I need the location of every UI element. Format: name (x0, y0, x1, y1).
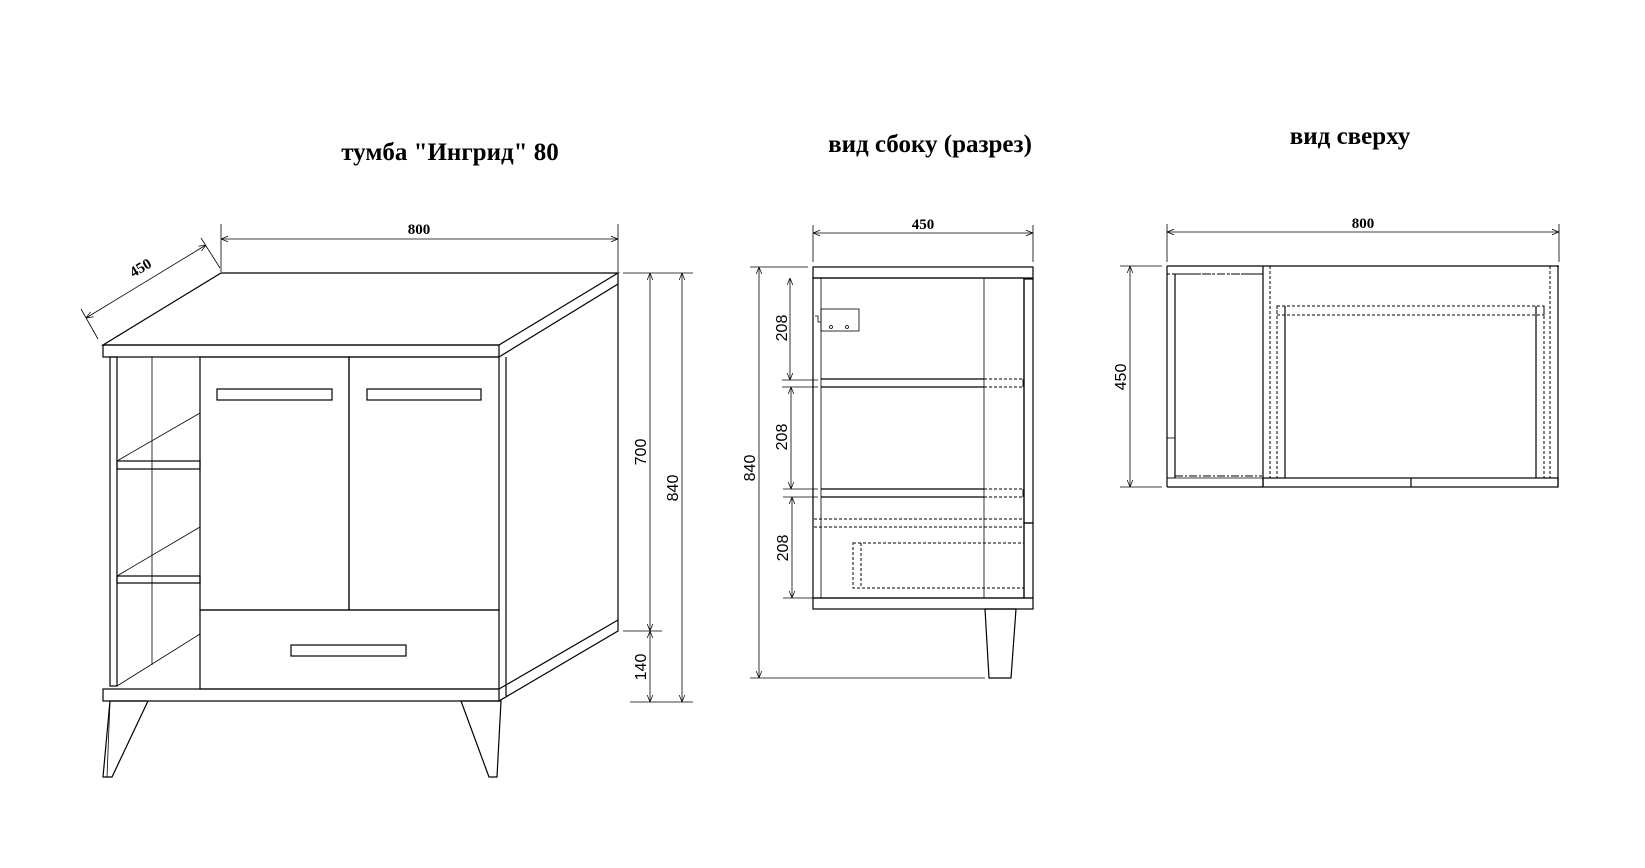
dimension-label: 450 (127, 256, 155, 281)
dimension-label: 800 (408, 222, 431, 238)
door-handle-right (366, 388, 482, 401)
door-right (348, 356, 500, 611)
dimension-width-800: 800 (220, 222, 619, 272)
drawer-box-hidden (814, 518, 1025, 589)
dimension-label: 208 (774, 315, 791, 342)
dimension-label-700: 700 (633, 439, 650, 466)
carcass (812, 277, 1025, 599)
dimension-label: 840 (742, 455, 759, 482)
side-view-title: вид сбоку (разрез) (828, 131, 1032, 158)
leg (984, 608, 1017, 679)
dimension-label: 450 (1113, 364, 1130, 391)
dimension-depth-450: 450 (812, 217, 1034, 262)
open-shelves (109, 356, 201, 687)
dimension-label: 800 (1352, 216, 1375, 232)
dimension-heights: 700 140 840 (623, 272, 693, 703)
front-view: тумба "Ингрид" 80 800 450 (80, 139, 693, 778)
bottom-panel (812, 597, 1034, 610)
shelf (116, 460, 201, 470)
dimension-sections-208: 208 208 208 (774, 278, 818, 599)
door (1023, 278, 1034, 524)
shelf (116, 575, 201, 584)
top-view-title: вид сверху (1290, 123, 1411, 150)
dimension-label-840: 840 (665, 475, 682, 502)
side-view: вид сбоку (разрез) 450 (742, 131, 1034, 679)
dimension-width-800: 800 (1166, 216, 1560, 262)
dimension-label: 208 (774, 424, 791, 451)
dimension-label: 450 (912, 217, 935, 233)
top-view: вид сверху 800 450 (1113, 123, 1560, 488)
drawer-handle (290, 644, 407, 657)
leg-right (460, 700, 502, 778)
mounting-bracket (815, 308, 860, 332)
leg-left (102, 700, 149, 778)
countertop (100, 272, 621, 358)
shelf (821, 488, 1024, 498)
shelf (821, 378, 1024, 388)
open-shelf-section (1166, 266, 1271, 487)
dimension-depth-450: 450 (80, 237, 221, 340)
dimension-depth-450: 450 (1113, 265, 1162, 488)
front-view-title: тумба "Ингрид" 80 (341, 139, 559, 166)
dimension-label: 208 (775, 535, 792, 562)
cabinet-section (1262, 266, 1559, 488)
drawer-front (1023, 522, 1034, 599)
drawer (199, 609, 500, 690)
dimension-total-840: 840 (742, 266, 985, 679)
door-handle-left (216, 388, 333, 401)
countertop (812, 266, 1034, 279)
door-left (199, 356, 350, 611)
side-panel-right (505, 284, 619, 696)
dimension-label-140: 140 (633, 654, 650, 681)
